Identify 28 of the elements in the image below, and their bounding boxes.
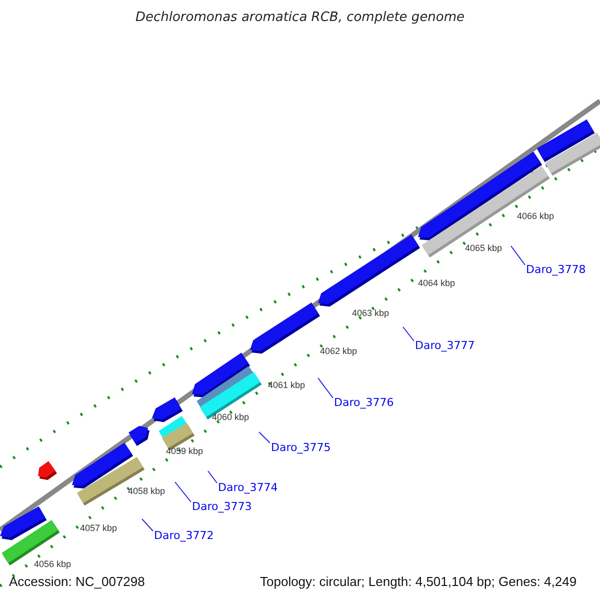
- tick-label: 4065 kbp: [465, 244, 502, 253]
- gene-label: Daro_3774: [218, 482, 278, 493]
- accession-text: Accession: NC_007298: [9, 575, 145, 588]
- leader-line: [402, 326, 414, 342]
- tick-label: 4063 kbp: [352, 309, 390, 318]
- gene-label: Daro_3773: [192, 501, 252, 512]
- gene-label: Daro_3776: [334, 397, 394, 408]
- tick-label: 4061 kbp: [268, 381, 306, 390]
- tick-label: 4056 kbp: [34, 560, 72, 569]
- leader-line: [174, 482, 192, 502]
- gene-label: Daro_3772: [154, 530, 214, 541]
- title: Dechloromonas aromatica RCB, complete genome: [134, 11, 466, 24]
- genome-info-text: Topology: circular; Length: 4,501,104 bp; Genes: 4,249: [260, 575, 577, 588]
- tick-label: 4057 kbp: [80, 524, 118, 533]
- leader-line: [208, 470, 218, 484]
- tick-label: 4058 kbp: [128, 487, 166, 496]
- leader-line: [318, 378, 334, 398]
- leader-line: [142, 518, 154, 532]
- tick-label: 4066 kbp: [517, 212, 554, 221]
- leader-line: [258, 432, 270, 444]
- gene-label: Daro_3775: [271, 442, 331, 453]
- gene-label: Daro_3777: [415, 340, 475, 351]
- leader-line: [510, 246, 526, 266]
- tick-label: 4060 kbp: [212, 413, 250, 422]
- gene-label: Daro_3778: [526, 264, 586, 275]
- tick-label: 4059 kbp: [166, 447, 204, 456]
- tick-label: 4064 kbp: [418, 279, 456, 288]
- tick-label: 4062 kbp: [320, 347, 358, 356]
